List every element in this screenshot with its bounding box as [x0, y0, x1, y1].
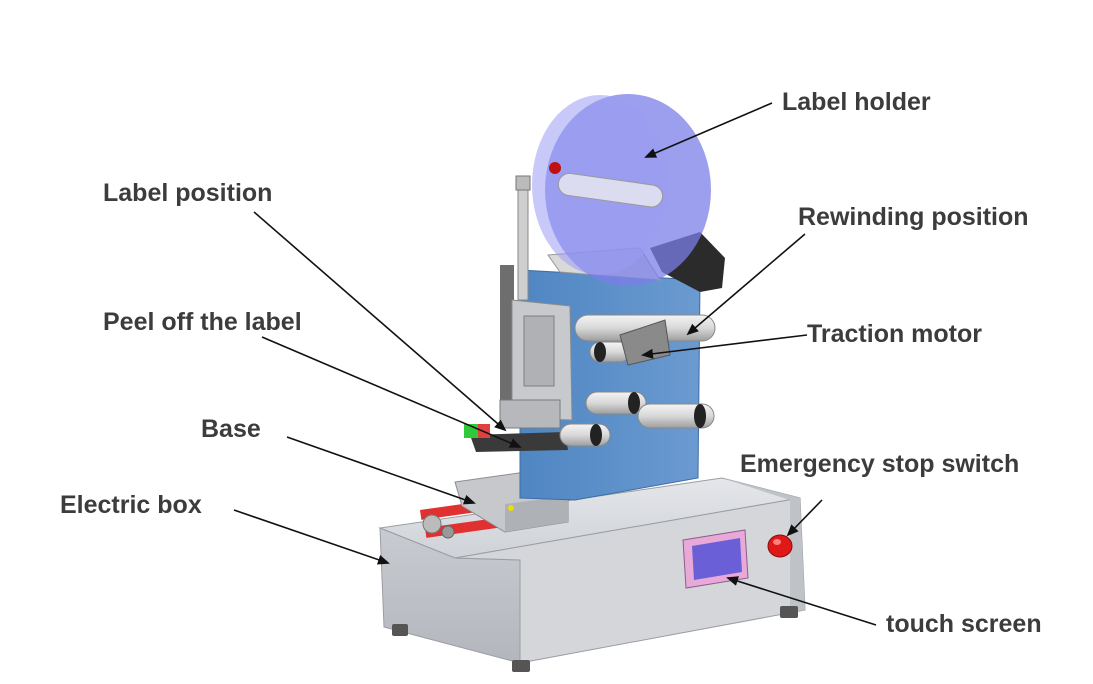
leader-traction-motor	[641, 334, 808, 359]
base-label: Base	[201, 415, 261, 443]
emergency-stop-button	[767, 534, 793, 558]
emergency-stop-label: Emergency stop switch	[740, 450, 1020, 478]
leader-touch-screen	[726, 576, 877, 626]
leader-label-holder	[644, 102, 773, 158]
traction-motor-label: Traction motor	[807, 320, 983, 348]
leader-label-position	[253, 211, 507, 432]
leader-peel-off	[261, 336, 522, 448]
callout-leaders	[233, 102, 877, 626]
touch-screen-panel	[682, 529, 749, 589]
label-holder-label: Label holder	[782, 88, 931, 116]
rewinding-position-label: Rewinding position	[798, 203, 1029, 231]
leader-rewinding-position	[686, 233, 806, 336]
electric-box-label: Electric box	[60, 491, 202, 519]
touch-screen-label: touch screen	[886, 610, 1042, 638]
label-applicator	[464, 175, 573, 452]
leader-emergency-stop	[786, 499, 823, 537]
leader-base	[286, 436, 476, 505]
rollers	[559, 314, 716, 447]
label-position-label: Label position	[103, 179, 273, 207]
leader-electric-box	[233, 509, 390, 565]
peel-off-label: Peel off the label	[103, 308, 302, 336]
label-holder-reel	[532, 94, 711, 286]
